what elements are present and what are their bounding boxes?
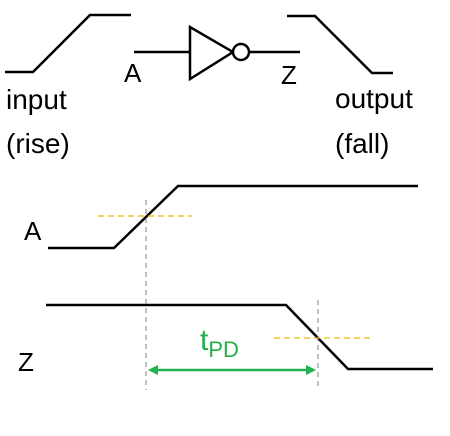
output-fall-waveform — [287, 14, 393, 75]
output-caption-line1: output — [335, 83, 413, 114]
tpd-label-main: t — [200, 324, 209, 357]
input-rise-waveform — [5, 13, 131, 74]
output-caption-line2: (fall) — [335, 128, 389, 159]
inverter-gate-icon — [134, 24, 300, 82]
tpd-label-sub: PD — [208, 337, 239, 362]
tpd-label: tPD — [200, 324, 239, 362]
gate-output-label: Z — [281, 60, 297, 90]
signal-z-waveform — [46, 303, 433, 371]
signal-z-label: Z — [18, 347, 34, 377]
gate-input-label: A — [124, 58, 142, 88]
input-caption-line2: (rise) — [6, 128, 70, 159]
signal-a-waveform — [48, 184, 418, 250]
signal-a-label: A — [24, 216, 42, 246]
input-caption-line1: input — [6, 84, 67, 115]
